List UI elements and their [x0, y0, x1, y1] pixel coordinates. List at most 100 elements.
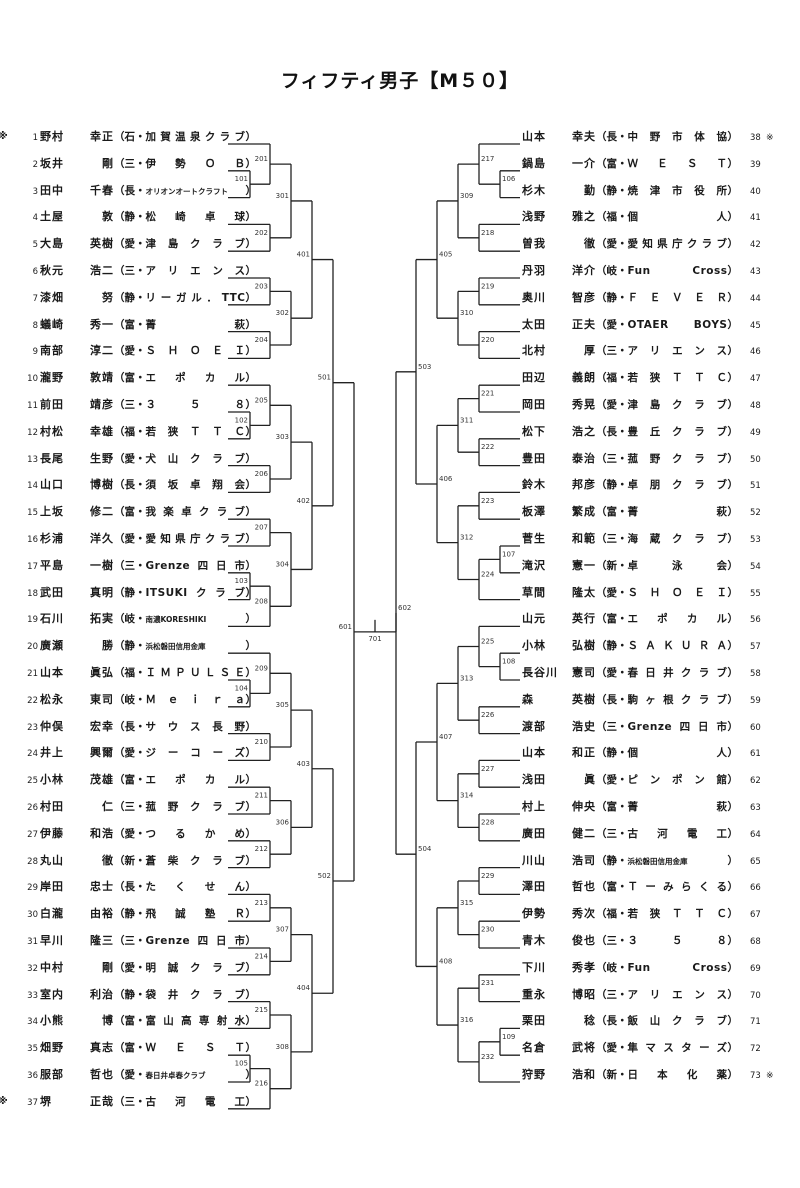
match-number: 301	[276, 192, 289, 200]
player-given-name: 隆三	[90, 934, 114, 947]
team-info: （愛・津島クラブ）	[596, 396, 738, 414]
player-given-name: 英樹	[572, 692, 596, 706]
club-name: 愛知県庁クラブ	[145, 533, 246, 545]
team-info: （新・蒼柴クラブ）	[114, 852, 256, 870]
entry-number: 51	[750, 481, 761, 492]
prefecture: 三	[606, 452, 618, 465]
player-given-name: 修二	[90, 505, 114, 519]
team-info: （三・古河電工）	[114, 1093, 256, 1111]
club-name: 個人	[627, 747, 728, 760]
club-name: 卓朋クラブ	[627, 479, 728, 492]
team-info: （静・松崎卓球）	[114, 208, 256, 226]
prefecture: 富	[124, 372, 136, 385]
player-family-name: 服部	[40, 1068, 64, 1081]
entry-number: 65	[750, 856, 761, 867]
prefecture: 静	[606, 184, 618, 197]
prefecture: 富	[124, 318, 136, 331]
club-name: エポカル	[145, 372, 246, 385]
entry-number: 39	[750, 159, 761, 170]
entry-number: 44	[750, 293, 761, 304]
player-given-name: 幸夫	[572, 130, 596, 143]
club-name: ジーコーズ	[145, 747, 246, 760]
match-number: 204	[255, 336, 269, 344]
prefecture: 愛	[606, 318, 618, 331]
entry-number: 70	[750, 990, 761, 1001]
player-given-name: 哲也	[90, 1068, 114, 1081]
player-row: 村上伸央（富・菁萩）63	[522, 798, 764, 816]
player-given-name: 博	[102, 1014, 114, 1028]
team-info: （三・古河電工）	[596, 825, 738, 843]
match-number: 406	[439, 475, 453, 483]
prefecture: 岐	[606, 265, 618, 277]
club-name: 南濃KORESHIKI	[145, 615, 207, 625]
match-number: 104	[235, 684, 249, 692]
player-given-name: 和範	[572, 532, 596, 545]
club-name: ３５８	[145, 399, 246, 411]
player-given-name: 千春	[90, 183, 114, 197]
team-info: （愛・明誠クラブ）	[114, 959, 256, 977]
team-info: （岐・南濃KORESHIKI）	[114, 610, 256, 629]
player-family-name: 早川	[40, 934, 64, 947]
club-name: アリエンス	[627, 345, 728, 358]
team-info: （富・ＷＥＳＴ）	[596, 155, 738, 173]
prefecture: 岐	[124, 613, 136, 626]
club-name: サウス長野	[145, 720, 246, 733]
club-name: 飯山クラブ	[627, 1015, 728, 1028]
player-family-name: 丸山	[40, 853, 64, 867]
team-info: （長・豊丘クラブ）	[596, 423, 738, 441]
player-given-name: 生野	[90, 451, 114, 465]
player-given-name: 一介	[572, 156, 596, 170]
player-given-name: 英樹	[90, 237, 114, 251]
player-family-name: 村松	[40, 424, 64, 438]
entry-number: 41	[750, 213, 761, 224]
player-family-name: 山元	[522, 612, 546, 626]
player-family-name: 青木	[522, 934, 546, 947]
entry-number: 73	[750, 1071, 761, 1081]
club-name: ＳＨＯＥＩ	[627, 586, 728, 599]
match-number: 223	[481, 497, 494, 505]
team-info: （愛・ＳＨＯＥＩ）	[596, 584, 738, 602]
player-row: 浅野雅之（福・個人）41	[522, 208, 764, 226]
player-family-name: 杉木	[522, 183, 546, 197]
player-family-name: 下川	[522, 960, 546, 974]
match-number: 108	[502, 658, 515, 666]
player-row: 山本和正（静・個人）61	[522, 744, 764, 762]
player-row: 鈴木邦彦（静・卓朋クラブ）51	[522, 476, 764, 494]
player-family-name: 秋元	[40, 264, 64, 277]
entry-number: 50	[750, 454, 761, 465]
player-family-name: 畑野	[40, 1041, 64, 1055]
seed-number: 36	[27, 1071, 38, 1081]
player-family-name: 井上	[40, 746, 64, 760]
seed-number: 4	[32, 213, 38, 224]
seed-number: 18	[27, 588, 38, 599]
match-number: 106	[502, 175, 516, 183]
match-number: 212	[255, 845, 268, 853]
match-number: 407	[439, 733, 452, 741]
club-name: ＦＥＶＥＲ	[627, 291, 728, 304]
club-name: 我楽卓クラブ	[145, 506, 246, 519]
seed-number: 19	[27, 615, 38, 626]
team-info: （福・若狭ＴＴＣ）	[114, 423, 256, 441]
match-number: 310	[460, 309, 473, 317]
prefecture: 福	[606, 372, 618, 385]
player-family-name: 重永	[522, 987, 546, 1001]
club-name: 菁萩	[145, 318, 246, 331]
entry-number: 49	[750, 427, 761, 438]
prefecture: 石	[124, 131, 136, 143]
prefecture: 三	[606, 533, 618, 545]
team-info: （愛・OTAER BOYS）	[596, 316, 738, 334]
team-info: （愛・ピンポン館）	[596, 771, 738, 789]
seed-number: 30	[27, 910, 38, 921]
seed-number: 34	[27, 1017, 38, 1028]
club-name: 菁萩	[627, 506, 728, 519]
seed-number: 31	[27, 937, 38, 947]
prefecture: 富	[124, 1042, 136, 1055]
player-given-name: 真志	[90, 1041, 114, 1055]
match-number: 408	[439, 957, 452, 965]
player-row: 菅生和範（三・海蔵クラブ）53	[522, 530, 764, 548]
player-given-name: 勤	[584, 183, 596, 197]
